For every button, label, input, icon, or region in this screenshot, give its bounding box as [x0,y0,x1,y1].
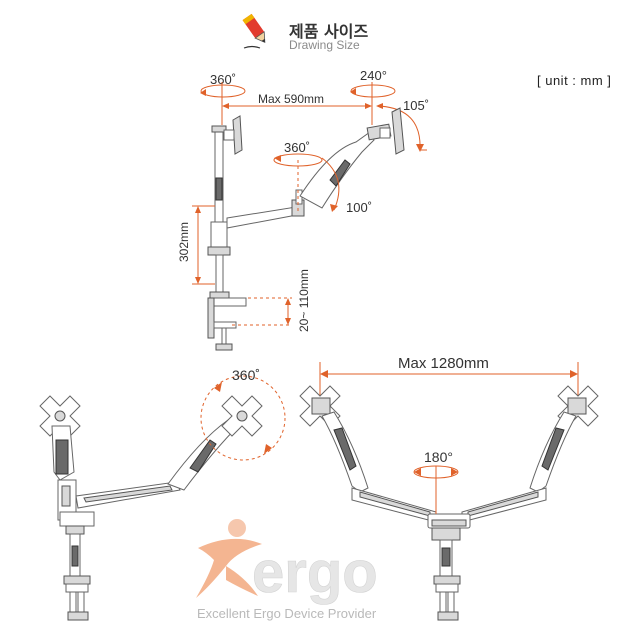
logo-wordmark: ergo [252,540,378,605]
logo-person-head-icon [228,519,246,537]
page-subtitle: Drawing Size [289,38,360,52]
rotation-arc-top-left [200,84,246,98]
main-pole [214,125,224,223]
unit-label: [ unit : mm ] [537,73,612,88]
tilt-arc-mid [321,157,340,211]
single-arm-diagram: 360˚ [39,367,286,621]
tilt-mid-label: 100˚ [346,200,372,215]
pencil-icon [242,13,266,49]
rot-top-right-label: 240° [360,68,387,83]
vesa-plate-bl-right [221,395,263,437]
max-width-label: Max 590mm [258,92,324,106]
vesa-plate-right [391,107,405,155]
rotation-arc-top-right [350,84,396,98]
top-side-view-diagram: 360˚ 240° Max 590mm 105˚ [177,68,429,351]
logo-tagline: Excellent Ergo Device Provider [197,606,377,621]
vesa-plate-left [232,115,243,155]
page-title: 제품 사이즈 [289,22,369,41]
clamp-range-label: 20~ 110mm [297,269,311,332]
rot-mid-label: 360˚ [284,140,310,155]
max-width-label-dual: Max 1280mm [398,355,489,372]
rot-top-left-label: 360˚ [210,72,236,87]
dual-arm-diagram: Max 1280mm [299,355,599,621]
horizontal-arm [226,206,303,229]
height-label: 302mm [177,222,191,262]
rotation-circle-bl [200,375,286,461]
rotation-label-bl: 360˚ [232,367,260,383]
tilt-right-label: 105˚ [403,98,429,113]
xergo-logo: ergo [196,519,378,605]
tilt-arc-right [377,105,421,151]
rotation-label-br: 180° [424,449,453,465]
